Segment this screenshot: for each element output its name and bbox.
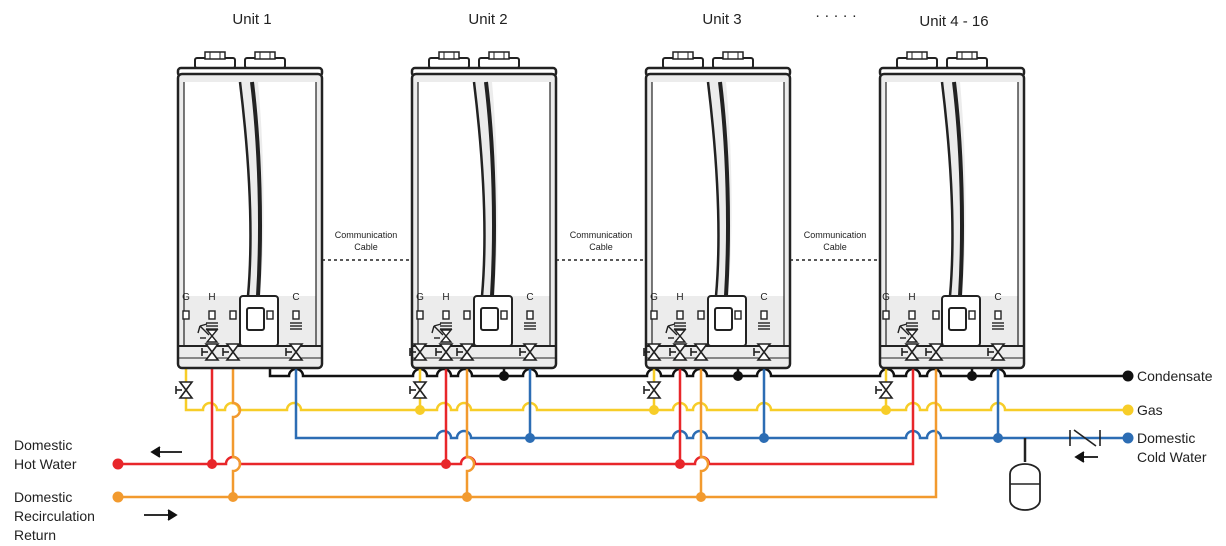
- cable-label: Cable: [354, 242, 378, 252]
- junction-dot: [675, 459, 685, 469]
- junction-dot: [967, 371, 977, 381]
- cable-label: Communication: [570, 230, 633, 240]
- port-label-cold: C: [526, 292, 533, 303]
- junction-dot: [759, 433, 769, 443]
- expansion-tank: [1009, 463, 1041, 511]
- unit-title: Unit 2: [468, 11, 507, 28]
- ellipsis: · · · · ·: [815, 7, 857, 24]
- junction-dot: [733, 371, 743, 381]
- label-recirculation: Return: [14, 527, 56, 543]
- arrow-right-icon: [144, 509, 178, 521]
- junction-dot: [525, 433, 535, 443]
- endpoint-dot-cold: [1122, 432, 1134, 444]
- check-valve: [1068, 429, 1102, 447]
- cable-label: Cable: [589, 242, 613, 252]
- port-label-cold: C: [292, 292, 299, 303]
- label-condensate: Condensate: [1137, 368, 1213, 384]
- flow-arrows: [144, 446, 1098, 521]
- port-label-hot: H: [208, 292, 215, 303]
- unit-title: Unit 4 - 16: [919, 13, 988, 30]
- unit-4: [878, 50, 1026, 370]
- arrow-left-icon: [1074, 451, 1098, 463]
- junction-dot: [228, 492, 238, 502]
- label-cold-water: Domestic: [1137, 430, 1195, 446]
- connection-stubs: [182, 310, 1002, 320]
- junction-dot: [462, 492, 472, 502]
- junction-dot: [649, 405, 659, 415]
- recirc-drop-3: [699, 320, 710, 497]
- port-label-hot: H: [908, 292, 915, 303]
- port-label-gas: G: [182, 292, 190, 303]
- cable-label: Communication: [804, 230, 867, 240]
- label-recirculation: Domestic: [14, 489, 72, 505]
- endpoint-dot-recirc: [112, 491, 124, 503]
- recirc-drop-1: [231, 320, 242, 497]
- endpoint-dot-condensate: [1122, 370, 1134, 382]
- unit-2: [410, 50, 558, 370]
- port-label-hot: H: [676, 292, 683, 303]
- label-cold-water: Cold Water: [1137, 449, 1207, 465]
- junction-dot: [696, 492, 706, 502]
- line-labels: Condensate Gas Domestic Cold Water Domes…: [14, 368, 1213, 543]
- label-recirculation: Recirculation: [14, 508, 95, 524]
- junction-dot: [415, 405, 425, 415]
- port-label-gas: G: [650, 292, 658, 303]
- unit-title: Unit 1: [232, 11, 271, 28]
- port-label-hot: H: [442, 292, 449, 303]
- unit-3: [644, 50, 792, 370]
- junction-dot: [207, 459, 217, 469]
- endpoint-dot-gas: [1122, 404, 1134, 416]
- port-label-gas: G: [416, 292, 424, 303]
- recirc-main-pipe: [118, 320, 938, 499]
- label-gas: Gas: [1137, 402, 1163, 418]
- arrow-left-icon: [150, 446, 182, 458]
- recirc-drop-2: [465, 320, 476, 497]
- communication-cables: Communication Cable Communication Cable …: [322, 230, 880, 261]
- junction-dot: [441, 459, 451, 469]
- port-label-cold: C: [760, 292, 767, 303]
- unit-1: [176, 50, 324, 370]
- port-label-cold: C: [994, 292, 1001, 303]
- port-label-gas: G: [882, 292, 890, 303]
- port-labels: G H C G H C G H C G H C: [182, 292, 1002, 303]
- junction-dot: [993, 433, 1003, 443]
- label-hot-water: Hot Water: [14, 456, 77, 472]
- junction-dot: [881, 405, 891, 415]
- endpoint-dot-hot: [112, 458, 124, 470]
- unit-title: Unit 3: [702, 11, 741, 28]
- junction-dot: [499, 371, 509, 381]
- junction-dots: [112, 370, 1134, 503]
- label-hot-water: Domestic: [14, 437, 72, 453]
- cable-label: Communication: [335, 230, 398, 240]
- cable-label: Cable: [823, 242, 847, 252]
- cold-main-pipe: [294, 320, 1128, 440]
